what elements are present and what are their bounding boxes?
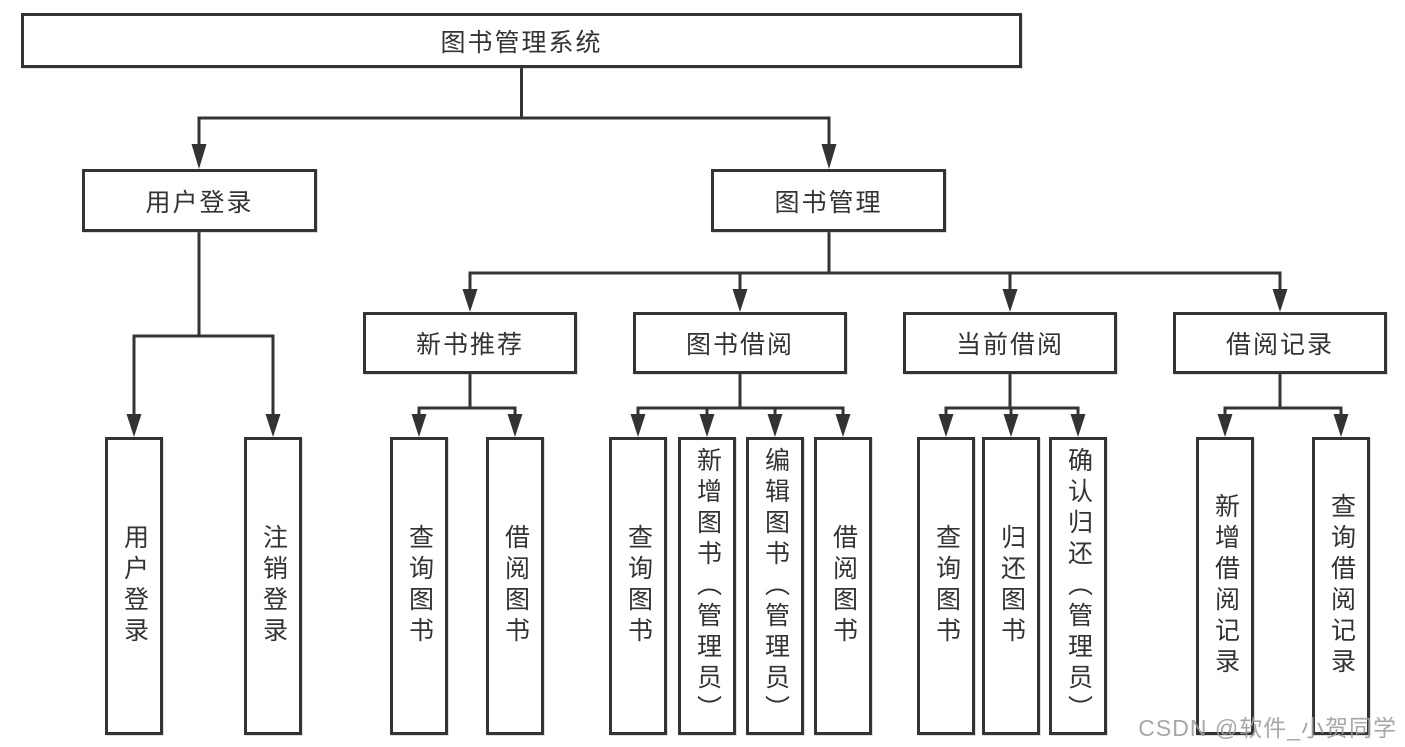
leaf-borrow-books-recommend: 借阅图书 bbox=[486, 437, 544, 735]
leaf-add-borrow-record: 新增借阅记录 bbox=[1196, 437, 1254, 735]
node-user-login-branch-label: 用户登录 bbox=[145, 188, 254, 217]
node-book-management-branch-label: 图书管理 bbox=[774, 188, 883, 217]
leaf-query-books-recommend: 查询图书 bbox=[390, 437, 448, 735]
leaf-logout: 注销登录 bbox=[244, 437, 302, 735]
leaf-query-borrow-record-label: 查询借阅记录 bbox=[1327, 493, 1356, 679]
leaf-query-books-recommend-label: 查询图书 bbox=[405, 524, 434, 648]
leaf-add-books-admin: 新增图书（管理员） bbox=[678, 437, 736, 735]
leaf-user-login: 用户登录 bbox=[105, 437, 163, 735]
leaf-query-books-borrowing: 查询图书 bbox=[609, 437, 667, 735]
leaf-borrow-books: 借阅图书 bbox=[814, 437, 872, 735]
leaf-add-books-admin-label: 新增图书（管理员） bbox=[693, 446, 722, 726]
leaf-query-books-borrowing-label: 查询图书 bbox=[624, 524, 653, 648]
leaf-borrow-books-recommend-label: 借阅图书 bbox=[501, 524, 530, 648]
node-borrowing-records-label: 借阅记录 bbox=[1225, 331, 1334, 359]
node-book-borrowing: 图书借阅 bbox=[633, 312, 847, 374]
leaf-return-books: 归还图书 bbox=[982, 437, 1040, 735]
leaf-user-login-label: 用户登录 bbox=[120, 524, 149, 648]
leaf-confirm-return-admin-label: 确认归还（管理员） bbox=[1064, 446, 1093, 726]
leaf-add-borrow-record-label: 新增借阅记录 bbox=[1211, 493, 1240, 679]
leaf-edit-books-admin: 编辑图书（管理员） bbox=[746, 437, 804, 735]
node-new-book-recommend: 新书推荐 bbox=[363, 312, 577, 374]
node-root-library-management-system: 图书管理系统 bbox=[21, 13, 1022, 68]
node-new-book-recommend-label: 新书推荐 bbox=[415, 331, 524, 359]
leaf-return-books-label: 归还图书 bbox=[997, 524, 1026, 648]
node-current-borrowing-label: 当前借阅 bbox=[955, 331, 1064, 359]
node-borrowing-records: 借阅记录 bbox=[1173, 312, 1387, 374]
leaf-query-books-current-label: 查询图书 bbox=[932, 524, 961, 648]
leaf-edit-books-admin-label: 编辑图书（管理员） bbox=[761, 446, 790, 726]
leaf-borrow-books-label: 借阅图书 bbox=[829, 524, 858, 648]
node-root-label: 图书管理系统 bbox=[440, 28, 603, 57]
node-user-login-branch: 用户登录 bbox=[82, 169, 317, 232]
node-current-borrowing: 当前借阅 bbox=[903, 312, 1117, 374]
csdn-watermark: CSDN @软件_小贺同学 bbox=[1138, 715, 1397, 741]
leaf-confirm-return-admin: 确认归还（管理员） bbox=[1049, 437, 1107, 735]
leaf-query-borrow-record: 查询借阅记录 bbox=[1312, 437, 1370, 735]
leaf-query-books-current: 查询图书 bbox=[917, 437, 975, 735]
node-book-borrowing-label: 图书借阅 bbox=[685, 331, 794, 359]
node-book-management-branch: 图书管理 bbox=[711, 169, 946, 232]
leaf-logout-label: 注销登录 bbox=[259, 524, 288, 648]
arrowheads bbox=[126, 144, 1349, 437]
